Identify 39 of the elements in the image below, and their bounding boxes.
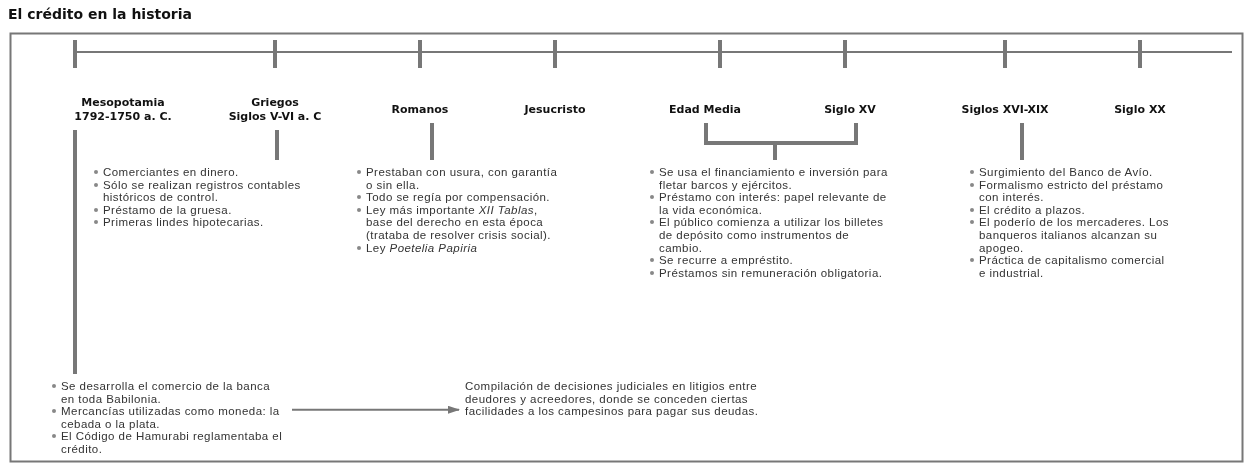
connector-line — [430, 123, 434, 160]
bullet-item: El crédito a plazos. — [979, 203, 1086, 216]
bullet-item: Todo se regía por compensación. — [366, 191, 550, 204]
bullet-item: Préstamo con interés: papel relevante de la vida económica. — [659, 191, 887, 216]
description-text: Compilación de decisiones judiciales en litigios entre deudores y acreedores, donde se conceden ciertas facilidades a los campesinos para pagar sus deudas. — [465, 380, 760, 418]
arrow — [291, 405, 460, 414]
connector-line — [1020, 123, 1024, 160]
bullet-item: Práctica de capitalismo comercial e industrial. — [979, 254, 1165, 279]
date-label: 1792-1750 a. C. — [73, 110, 173, 124]
connector-line — [73, 130, 77, 374]
bullet-item: Comerciantes en dinero. — [103, 166, 239, 178]
bullet-item: Mercancías utilizadas como moneda: la cebada o la plata. — [61, 405, 280, 430]
era-label: Siglos XVI-XIX — [960, 103, 1050, 117]
connector-line — [773, 123, 858, 160]
bullet-item: Formalismo estricto del préstamo con interés. — [979, 178, 1164, 204]
bullet-item: Primeras lindes hipotecarias. — [103, 216, 264, 229]
bullet-item: El público comienza a utilizar los billetes de depósito como instrumentos de cambio. — [659, 216, 884, 254]
bullet-item: Se recurre a empréstito. — [659, 254, 794, 267]
bullet-item: Surgimiento del Banco de Avío. — [979, 166, 1153, 178]
diagram-title: El crédito en la historia — [8, 6, 192, 22]
era-label: Edad Media — [668, 103, 742, 117]
bullet-item: Se usa el financiamiento e inversión para fletar barcos y ejércitos. — [659, 166, 888, 191]
bullet-item: Préstamo de la gruesa. — [103, 203, 232, 216]
bullet-item: Sólo se realizan registros contables históricos de control. — [103, 178, 301, 204]
bullet-item: Préstamos sin remuneración obligatoria. — [659, 266, 883, 279]
era-label: Mesopotamia — [80, 96, 166, 110]
bullet-item: Se desarrolla el comercio de la banca en toda Babilonia. — [61, 380, 271, 405]
era-label: Jesucristo — [523, 103, 587, 117]
connector-line — [275, 130, 279, 160]
date-label: Siglos V-VI a. C — [227, 110, 323, 124]
bullet-item: Ley Poetelia Papiria — [366, 241, 478, 254]
bullet-item: El Código de Hamurabi reglamentaba el crédito. — [61, 430, 283, 455]
era-label: Romanos — [390, 103, 450, 117]
bullet-item: Prestaban con usura, con garantía o sin ella. — [366, 166, 558, 191]
era-label: Siglo XX — [1113, 103, 1167, 117]
era-label: Griegos — [250, 96, 300, 110]
bullet-item: Ley más importante XII Tablas, base del derecho en esta época (trataba de resolver crisis social). — [366, 203, 551, 241]
era-label: Siglo XV — [823, 103, 877, 117]
bullet-item: El poderío de los mercaderes. Los banqueros italianos alcanzan su apogeo. — [979, 216, 1169, 254]
